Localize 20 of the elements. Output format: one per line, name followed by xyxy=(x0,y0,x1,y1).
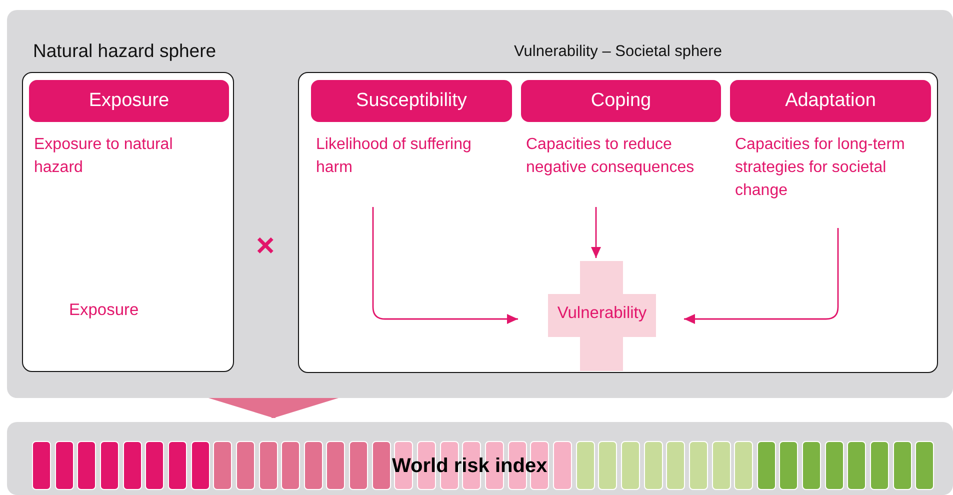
result-label: Vulnerability xyxy=(556,304,648,323)
sphere-heading: Natural hazard sphere xyxy=(33,40,216,62)
category-description: Exposure to natural hazard xyxy=(34,135,174,178)
category-description: Capacities to reduce negative consequences xyxy=(526,135,696,178)
category-header: Coping xyxy=(521,80,721,122)
arrow xyxy=(684,228,839,324)
index-panel xyxy=(7,422,953,495)
component-label: Exposure xyxy=(69,301,139,319)
arrow xyxy=(591,207,601,258)
category-header: Exposure xyxy=(29,80,229,122)
sphere-heading: Vulnerability – Societal sphere xyxy=(513,43,723,61)
arrow xyxy=(372,207,518,324)
category-description: Capacities for long-term strategies for societal change xyxy=(735,135,906,201)
category-description: Likelihood of suffering harm xyxy=(316,135,472,178)
sphere-panel xyxy=(7,10,953,398)
multiply-sign: × xyxy=(256,227,275,263)
category-header: Adaptation xyxy=(730,80,931,122)
category-header: Susceptibility xyxy=(311,80,512,122)
flow-chevron xyxy=(208,398,338,418)
index-title: World risk index xyxy=(392,455,548,478)
